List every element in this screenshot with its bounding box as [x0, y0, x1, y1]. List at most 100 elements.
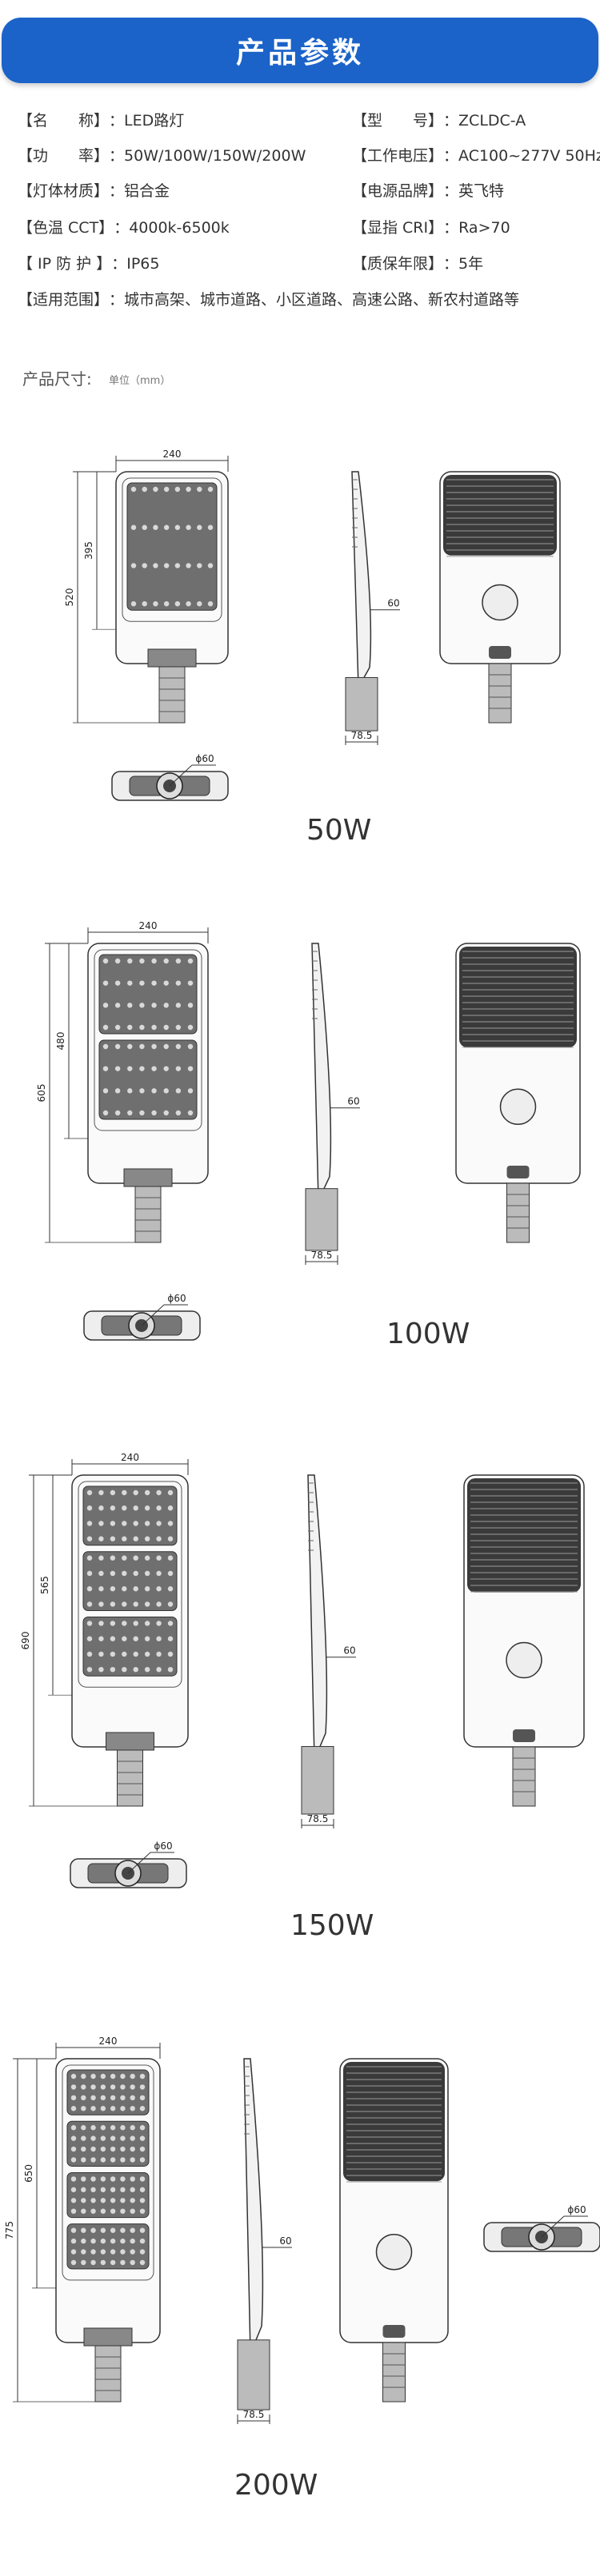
led-chip	[167, 1667, 174, 1673]
spec-voltage: 【工作电压】：AC100~277V 50Hz	[352, 144, 600, 165]
led-chip	[144, 1536, 150, 1541]
led-chip	[70, 2187, 77, 2193]
led-chip	[114, 1066, 121, 1071]
led-chip	[70, 2073, 77, 2080]
spec-label: 【质保年限】	[352, 255, 444, 273]
led-chip	[110, 2187, 116, 2193]
led-chip	[139, 2135, 146, 2141]
led-chip	[110, 2135, 116, 2141]
led-chip	[114, 1024, 121, 1031]
led-chip	[120, 2073, 126, 2080]
led-chip	[100, 2084, 106, 2090]
led-chip	[133, 1651, 138, 1657]
heat-sink	[443, 475, 557, 556]
base-width-dimension: 78.5	[307, 1813, 329, 1824]
base-width-dimension: 78.5	[351, 730, 373, 741]
led-chip	[100, 2238, 106, 2244]
led-chip	[70, 2106, 77, 2111]
led-chip	[100, 2106, 106, 2111]
led-chip	[90, 2084, 96, 2090]
led-chip	[127, 1110, 133, 1116]
led-chip	[86, 1555, 93, 1561]
dim-line	[541, 2215, 565, 2238]
led-chip	[70, 2259, 77, 2266]
led-chip	[151, 1024, 157, 1031]
led-chip	[133, 1621, 138, 1626]
led-chip	[144, 1505, 150, 1511]
led-chip	[130, 2135, 135, 2141]
led-chip	[100, 2176, 106, 2182]
led-chip	[187, 1043, 194, 1050]
led-chip	[102, 1043, 109, 1050]
led-chip	[110, 1555, 116, 1561]
led-chip	[127, 980, 133, 986]
led-chip	[187, 980, 194, 986]
led-chip	[133, 1570, 138, 1577]
led-chip	[70, 2146, 77, 2152]
pole-diameter-dimension: ϕ60	[567, 2204, 586, 2215]
spec-value: 5年	[458, 255, 484, 273]
led-chip	[130, 601, 137, 607]
heat-sink	[459, 947, 577, 1047]
led-chip	[167, 1601, 174, 1607]
led-chip	[86, 1621, 93, 1626]
led-chip	[156, 1667, 162, 1673]
led-chip	[139, 2208, 146, 2214]
led-chip	[186, 563, 191, 568]
led-chip	[102, 1110, 109, 1116]
led-chip	[120, 2187, 126, 2193]
width-dimension: 240	[99, 2036, 118, 2047]
heat-sink	[343, 2062, 445, 2182]
led-chip	[133, 1601, 138, 1607]
sensor-socket	[482, 584, 518, 621]
led-chip	[156, 1651, 162, 1657]
led-chip	[110, 2106, 116, 2111]
side-width-dimension: 60	[343, 1645, 355, 1657]
led-chip	[90, 2176, 96, 2182]
spec-value: ZCLDC-A	[458, 112, 526, 130]
led-chip	[133, 1536, 138, 1541]
rear-pole-adapter	[382, 2342, 406, 2403]
led-chip	[86, 1536, 93, 1541]
led-chip	[81, 2249, 86, 2255]
led-chip	[139, 2125, 146, 2131]
led-chip	[167, 1521, 174, 1526]
side-profile	[243, 2058, 264, 2355]
led-chip	[120, 2198, 126, 2203]
lamp-head-outline	[78, 1481, 182, 1688]
led-chip	[167, 1505, 174, 1511]
led-chip	[139, 2073, 146, 2080]
led-chip	[207, 563, 214, 568]
spec-value: Ra>70	[458, 219, 510, 237]
spec-label: 【显指 CRI】	[352, 219, 444, 237]
head-length-dimension: 650	[23, 2164, 34, 2183]
led-chip	[102, 958, 109, 964]
led-chip	[90, 2146, 96, 2152]
led-chip	[153, 524, 158, 530]
led-chip	[81, 2125, 86, 2131]
led-chip	[90, 2198, 96, 2203]
led-chip	[139, 1024, 145, 1031]
side-profile	[307, 1474, 328, 1761]
led-chip	[90, 2073, 96, 2080]
led-chip	[100, 2125, 106, 2131]
side-width-dimension: 60	[347, 1096, 359, 1107]
end-view: ϕ60	[70, 1840, 187, 1888]
led-chip	[120, 2146, 126, 2152]
head-length-dimension: 565	[39, 1576, 50, 1594]
led-chip	[90, 2259, 96, 2266]
mount-bracket	[106, 1732, 154, 1751]
head-length-dimension: 395	[83, 541, 94, 560]
side-profile	[351, 471, 372, 690]
led-chip	[167, 1621, 174, 1626]
led-chip	[120, 2106, 126, 2111]
led-chip	[174, 601, 181, 607]
led-chip	[70, 2198, 77, 2203]
led-chip	[133, 1555, 138, 1561]
led-chip	[120, 2259, 126, 2266]
led-chip	[100, 2073, 106, 2080]
led-chip	[139, 2198, 146, 2203]
